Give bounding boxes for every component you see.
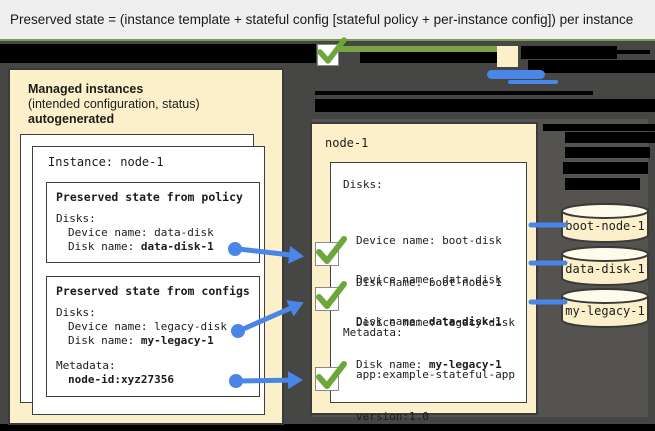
disk-icon: data-disk-1 [561, 246, 649, 286]
redacted-bar [315, 99, 655, 112]
disk-label: data-disk-1 [565, 262, 644, 276]
configs-disk-line: Disk name: my-legacy-1 [68, 334, 214, 348]
disk-name-value: data-disk-1 [140, 240, 214, 253]
redacted-bar [617, 50, 650, 54]
disk-cylinder-data: data-disk-1 [560, 245, 651, 292]
node-state-box [330, 162, 527, 403]
checkbox-data-disk [315, 236, 347, 266]
check-icon [316, 236, 347, 264]
disk-label: boot-node-1 [565, 219, 644, 233]
disk-name-value: boot-node-1 [428, 276, 502, 289]
device-line: Device name: data-disk [356, 273, 502, 286]
legend-cream-swatch [497, 46, 518, 67]
disk-name-value: my-legacy-1 [428, 358, 502, 371]
disk-name-prefix: Disk name: [68, 240, 141, 253]
redacted-bar [360, 49, 497, 63]
disk-name-prefix: Disk name: [356, 276, 429, 289]
redacted-bar [521, 46, 617, 59]
data-disk-entry: Device name: data-disk Disk name: data-d… [356, 245, 502, 357]
disk-line: Disk name: my-legacy-1 [356, 358, 515, 372]
policy-device-line: Device name: data-disk [68, 226, 214, 239]
configs-state-box [46, 276, 260, 397]
node-panel-title: node-1 [325, 136, 369, 150]
boot-disk-entry: Device name: boot-disk Disk name: boot-n… [356, 206, 502, 318]
redacted-bar [565, 132, 655, 143]
disk-cylinder-boot: boot-node-1 [560, 202, 651, 249]
configs-metadata-value: node-id:xyz27356 [68, 373, 174, 386]
redacted-bar [315, 91, 593, 95]
heading-line-1: Managed instances [28, 82, 144, 96]
node-metadata-label: Metadata: [343, 326, 403, 339]
node-metadata-lines: app:example-stateful-app version:1.0 nod… [356, 340, 515, 431]
device-line: Device name: legacy-disk [356, 316, 515, 329]
disk-line: Disk name: boot-node-1 [356, 276, 502, 290]
blue-scribble [487, 70, 545, 79]
policy-box-title: Preserved state from policy [56, 190, 243, 204]
heading-line-3: autogenerated [28, 112, 115, 126]
title-band: Preserved state = (instance template + s… [0, 0, 655, 41]
policy-disk-line: Disk name: data-disk-1 [68, 240, 214, 254]
legend-checkbox [317, 37, 347, 66]
disk-name-value: data-disk-1 [428, 315, 502, 328]
legend-green-line [335, 46, 497, 52]
managed-instances-heading: Managed instances (intended configuratio… [28, 82, 200, 127]
check-icon [316, 281, 347, 309]
configs-device-line: Device name: legacy-disk [68, 320, 227, 333]
redacted-bar [565, 178, 640, 190]
blue-scribble [508, 80, 558, 84]
legacy-disk-entry: Device name: legacy-disk Disk name: my-l… [356, 288, 515, 400]
configs-metadata-label: Metadata: [56, 359, 116, 372]
diagram-title: Preserved state = (instance template + s… [10, 12, 634, 27]
disk-name-prefix: Disk name: [68, 334, 141, 347]
disk-label: my-legacy-1 [565, 304, 644, 318]
instance-card-title: Instance: node-1 [48, 155, 164, 169]
redacted-bar [528, 60, 655, 73]
disk-name-prefix: Disk name: [356, 358, 429, 371]
device-line: Device name: boot-disk [356, 234, 502, 247]
redacted-bar [543, 124, 655, 131]
redacted-bar [563, 162, 648, 174]
disk-icon: my-legacy-1 [561, 288, 649, 328]
redacted-bar [565, 147, 650, 158]
metadata-line: version:1.0 [356, 410, 429, 423]
disk-name-value: my-legacy-1 [140, 334, 214, 347]
redacted-bar [0, 424, 655, 431]
configs-box-title: Preserved state from configs [56, 284, 250, 298]
check-icon [317, 37, 347, 64]
disk-name-prefix: Disk name: [356, 315, 429, 328]
node-disks-label: Disks: [343, 178, 383, 191]
disk-line: Disk name: data-disk-1 [356, 315, 502, 329]
disk-cylinder-legacy: my-legacy-1 [560, 287, 651, 334]
policy-disks-label: Disks: [56, 212, 96, 225]
metadata-line: app:example-stateful-app [356, 368, 515, 381]
check-icon [316, 361, 347, 389]
disk-icon: boot-node-1 [561, 203, 649, 243]
heading-line-2: (intended configuration, status) [28, 97, 200, 111]
checkbox-node-id [315, 361, 347, 391]
configs-disks-label: Disks: [56, 306, 96, 319]
redacted-bar [0, 44, 316, 63]
policy-state-box [46, 182, 260, 263]
checkbox-legacy-disk [315, 281, 347, 311]
